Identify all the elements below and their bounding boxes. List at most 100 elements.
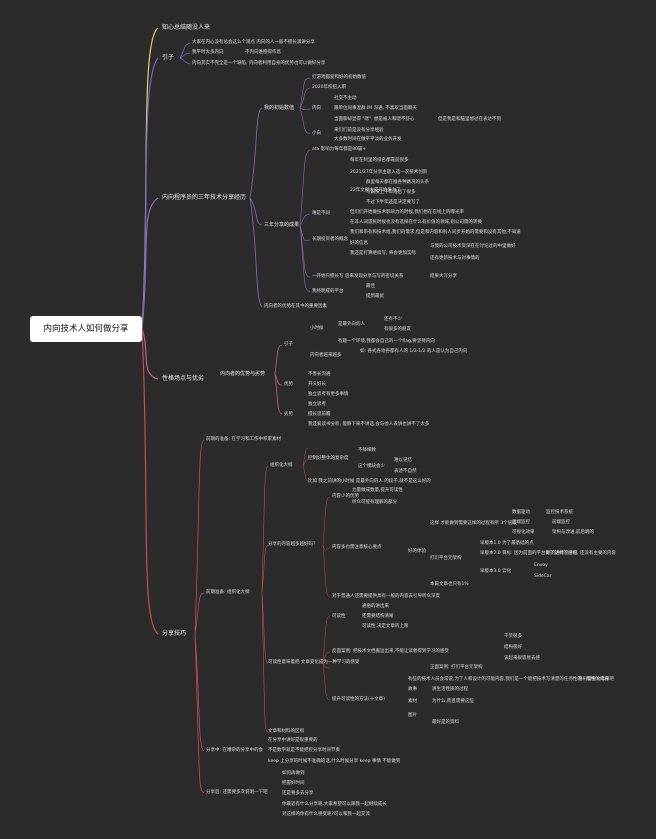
node[interactable]: 力量做成数量,提升可读性 (352, 488, 403, 493)
node[interactable]: 把握好时间 (282, 781, 305, 786)
node[interactable]: 大多数时间在做平平淡的业务开发 (334, 137, 402, 142)
node[interactable]: 内容多也需注意核心要点 (332, 545, 382, 550)
node[interactable]: 内向其实不完全是一个缺陷, 内向者利用自身的优势也可以做好分享 (192, 61, 326, 66)
node[interactable]: 提到最优 (366, 294, 384, 299)
branch-label-3[interactable]: 内向程序员的三年技术分享经历 (162, 194, 247, 201)
node[interactable]: 有些的技术人员会常说,为了人和设计的可能内容,我们是一个能把技术写清楚的任务性的… (408, 677, 609, 682)
node[interactable]: 控制好整体的复杂度 (308, 456, 349, 461)
node[interactable]: 听众可能有理解的部分 (352, 500, 397, 505)
node[interactable]: 你最近有什么分享呢,大家希望可以跟我一起继续成长 (282, 802, 387, 807)
node[interactable]: 写篇技上千年落后了很多 (366, 190, 416, 195)
node[interactable]: 早版本1.0 为了最基础的点 (480, 541, 534, 546)
node[interactable]: 好的体验 (408, 549, 426, 554)
node[interactable]: 但是我是和脑里想过在表达不到 (438, 117, 501, 122)
node[interactable]: 在非人间遗民时候也没有选择在什么有价值的领域,则公司需的转换 (350, 220, 482, 225)
node[interactable]: 引子 (284, 342, 293, 347)
node[interactable]: 不善长沟通 (308, 372, 331, 377)
node[interactable]: 前期准备: 组织化大纲 (206, 590, 250, 595)
node[interactable]: 图片 (408, 713, 417, 718)
node[interactable]: 干货很多 (504, 634, 522, 639)
branch-label-1[interactable]: 知心总结随没人来 (162, 24, 211, 31)
node[interactable]: 如: 各式各地各都有人的 1/3-1/2 的人是认为自己内向 (360, 349, 468, 354)
node[interactable]: keep 上分享的时候不准确的话,什么时候分享 keep 事情 不能做到 (268, 759, 401, 764)
node[interactable]: 不过下半年还是决定要写了 (366, 200, 420, 205)
node[interactable]: 不是数字就是不能把控分享时间节奏 (268, 748, 340, 753)
node[interactable]: 本篇文章也只有1% (430, 582, 469, 587)
node[interactable]: 劣势 (284, 412, 293, 417)
node[interactable]: 通俗的讲出来 (362, 604, 389, 609)
node[interactable]: 分享后: 还需要多次说明一下吧 (206, 790, 268, 795)
node[interactable]: 当面聊却显得 "嗯", 想是被人和嗯不舒心 (334, 117, 415, 122)
node[interactable]: 好的进行了分层 (546, 551, 578, 556)
node[interactable]: 我终明成的平台 (312, 289, 344, 294)
node[interactable]: 可读性,决定文章的上限 (362, 624, 409, 629)
node[interactable]: 分享的内容越多越好吗? (268, 542, 316, 547)
node[interactable]: 结果大写分享 (430, 274, 457, 279)
node[interactable]: 正面案例: 打们平台元架构 (430, 665, 483, 670)
node[interactable]: 可读性意味着把 文章变化成为一种学习的感受 (268, 660, 360, 665)
branch-label-5[interactable]: 分享技巧 (162, 630, 187, 637)
node[interactable]: 后端监控 (512, 520, 530, 525)
node[interactable]: 我们和带有和技术组,我们的需求,但是和内容和别人同步开始的需要和没有其他,不知道 (350, 230, 521, 235)
node[interactable]: 为什么,而且需要这些 (432, 699, 474, 704)
node[interactable]: 早版本2.0 目标: 因为前面的平台做了这样的结构, 还没有主要的内容 (480, 551, 616, 556)
node[interactable]: 素材 (408, 699, 417, 704)
node[interactable]: 故事 (408, 687, 417, 692)
root-node[interactable]: 内向技术人如何做分享 (30, 316, 142, 342)
node[interactable]: 社交不主动 (334, 96, 357, 101)
node[interactable]: 好的信息 (350, 241, 368, 246)
branch-label-4[interactable]: 性格场点与优劣 (162, 375, 205, 382)
node[interactable]: 有趣一个环境,我都会自己的一个flag,要坚持内向 (338, 339, 435, 344)
node[interactable]: 前期的准备: 在学习和工作中积累素材 (206, 437, 281, 442)
node[interactable]: 有很多的朋友 (384, 327, 411, 332)
node[interactable]: 一开始只擅长写 后来发现分享与写的密切关系 (312, 274, 404, 279)
node[interactable]: 我还是打算继续写, 将会更加实际 (350, 251, 416, 256)
node[interactable]: 我平时大多内向 (192, 50, 224, 55)
node[interactable]: 架构与改进,前后端的 (552, 530, 594, 535)
node[interactable]: 打们平台元架构 (430, 556, 462, 561)
node[interactable]: 2020年校招入职 (312, 85, 346, 90)
node[interactable]: 我们需要文章来吧 (578, 677, 614, 682)
node[interactable]: 每年在阿里的排名都靠前很多 (350, 158, 409, 163)
node[interactable]: 独立思考 (308, 402, 326, 407)
node[interactable]: 该起来很容易去感 (504, 656, 540, 661)
node[interactable]: 小时候 (310, 326, 324, 331)
branch-label-2[interactable]: 引子 (162, 54, 175, 61)
node[interactable]: 大家在内心没有总会这么个观点 内向的人一般不擅长演讲分享 (192, 40, 315, 45)
node[interactable]: 分享中: 在嘈杂的分享中的会 (206, 748, 263, 753)
node[interactable]: 内向 (312, 106, 321, 111)
node[interactable]: 最好是的资料 (432, 720, 459, 725)
node[interactable]: 与我的公司技术资深在在讨论过的中里做好 (430, 244, 516, 249)
node[interactable]: 还是要多去分享 (282, 791, 314, 796)
node[interactable]: 长期投资者的概念 (312, 237, 348, 242)
node[interactable]: ata 影响力每年都是80篇+ (312, 147, 367, 152)
node[interactable]: 来们们前是没有分享经验 (334, 128, 384, 133)
node[interactable]: 群里每天都在推各种路况的头条 (366, 180, 429, 185)
node[interactable]: 结构很好 (504, 645, 522, 650)
node[interactable]: 最佳 (366, 284, 375, 289)
node[interactable]: 讲生活性质的过程 (432, 687, 468, 692)
node[interactable]: 反面案例: 把技术文档搬运出来,不能让读者得到学习的感受 (332, 649, 449, 654)
node[interactable]: 对这样的你有什么感受呢?可以和我一起交流 (282, 812, 370, 817)
node[interactable]: 对于普通人还需要提供具有一般的内容去引导听众深度 (332, 594, 440, 599)
node[interactable]: 难以记忆 (394, 458, 412, 463)
node[interactable]: 早版本3.0 云化 (480, 569, 512, 574)
node[interactable]: 22年文献大成开始发力了 (350, 188, 401, 193)
node[interactable]: 独立思考有更多事情 (308, 392, 349, 397)
node[interactable]: 是最外向的人 (338, 322, 365, 327)
node[interactable]: 这个模块会少 (358, 464, 385, 469)
node[interactable]: 但们们开始做技术影响力的时候,我们想在在线上的曝光率 (350, 210, 464, 215)
node[interactable]: 还需要结构清晰 (362, 614, 394, 619)
node[interactable]: 三年分享的成果 (264, 222, 300, 228)
node[interactable]: 提升可读性的方法(十文章) (332, 697, 386, 702)
node[interactable]: 可读性 (332, 614, 346, 619)
node[interactable]: 内向者越来越多 (310, 353, 342, 358)
node[interactable]: 前端监控 (552, 520, 570, 525)
node[interactable]: 擅长思前瞻 (308, 412, 331, 417)
node[interactable]: 我还爱读书分析, 能静下来不讲话,会与他人去讲也讲不了太多 (308, 422, 430, 427)
node[interactable]: 2021/27年分享主题入选一次技术创新 (350, 170, 428, 175)
node[interactable]: 开头好长 (308, 382, 326, 387)
node[interactable]: Envoy (534, 563, 548, 568)
node[interactable]: 不内向谁擅得作息 (245, 50, 281, 55)
node[interactable]: 打游戏都爱和好的初始数值 (312, 75, 366, 80)
